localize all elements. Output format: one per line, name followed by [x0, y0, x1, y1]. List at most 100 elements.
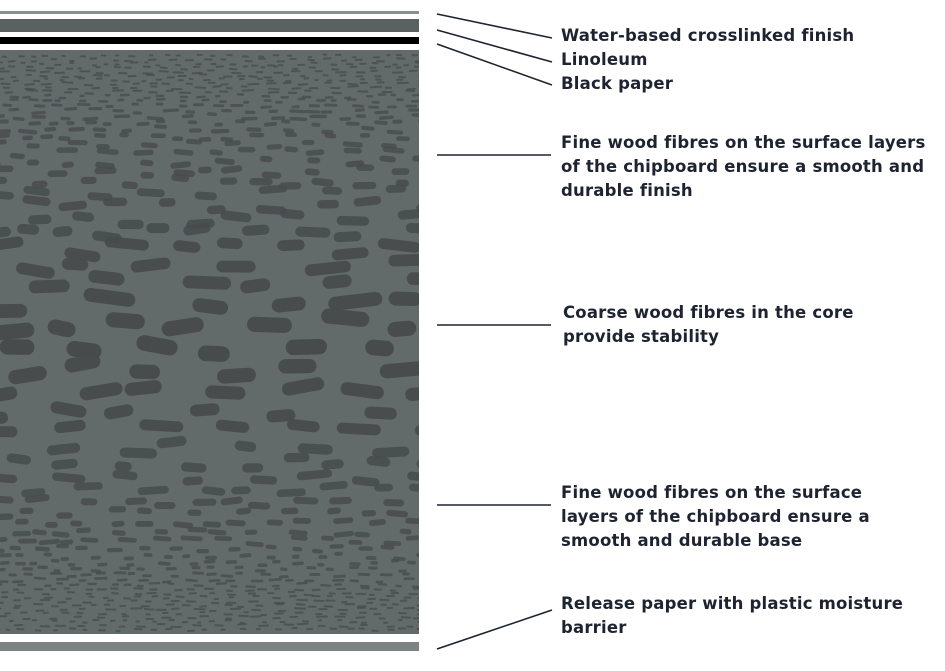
wood-fibre [416, 609, 419, 612]
wood-fibre [20, 61, 26, 64]
wood-fibre [112, 86, 119, 90]
wood-fibre [163, 593, 172, 596]
wood-fibre [82, 621, 88, 624]
wood-fibre [13, 599, 21, 602]
wood-fibre [285, 338, 327, 356]
wood-fibre [275, 100, 283, 104]
wood-fibre [281, 119, 291, 124]
wood-fibre [302, 620, 309, 623]
wood-fibre [256, 77, 263, 80]
wood-fibre [361, 510, 377, 517]
wood-fibre [95, 77, 103, 80]
label-fine-fibres-bottom: Fine wood fibres on the surface layers o… [561, 481, 870, 553]
wood-fibre [230, 585, 238, 588]
wood-fibre [299, 75, 306, 78]
wood-fibre [181, 621, 189, 624]
wood-fibre [266, 555, 276, 560]
wood-fibre [284, 146, 299, 153]
wood-fibre [346, 121, 360, 126]
wood-fibre [281, 507, 299, 515]
wood-fibre [388, 253, 419, 267]
wood-fibre [201, 98, 210, 102]
wood-fibre [85, 120, 98, 125]
wood-fibre [12, 116, 25, 121]
wood-fibre [376, 81, 385, 84]
wood-fibre [38, 538, 61, 546]
wood-fibre [34, 546, 51, 552]
wood-fibre [23, 572, 33, 576]
leader-line-finish [436, 13, 553, 39]
wood-fibre [360, 584, 370, 588]
wood-fibre [396, 81, 409, 84]
wood-fibre [417, 597, 419, 600]
wood-fibre [76, 611, 84, 615]
wood-fibre [181, 114, 194, 119]
wood-fibre [205, 385, 246, 400]
wood-fibre [416, 627, 419, 630]
wood-fibre [358, 546, 373, 551]
wood-fibre [314, 70, 323, 73]
wood-fibre [187, 629, 195, 633]
wood-fibre [61, 81, 74, 84]
wood-fibre [272, 559, 281, 564]
wood-fibre [212, 85, 222, 88]
label-black-paper: Black paper [561, 74, 674, 93]
wood-fibre [215, 419, 250, 433]
wood-fibre [347, 83, 358, 86]
wood-fibre [214, 94, 221, 98]
wood-fibre [96, 148, 119, 156]
wood-fibre [214, 157, 235, 166]
wood-fibre [170, 600, 180, 603]
wood-fibre [61, 161, 74, 169]
wood-fibre [80, 176, 97, 185]
wood-fibre [60, 556, 70, 561]
wood-fibre [280, 96, 289, 99]
wood-fibre [231, 71, 242, 75]
wood-fibre [28, 279, 70, 294]
wood-fibre [78, 579, 87, 582]
label-coarse-fibres-line: Coarse wood fibres in the core [563, 303, 854, 322]
wood-fibre [403, 577, 415, 581]
wood-fibre [118, 625, 126, 628]
wood-fibre [66, 574, 77, 579]
wood-fibre [398, 627, 407, 630]
wood-fibre [293, 496, 319, 505]
wood-fibre [46, 442, 81, 456]
wood-fibre [255, 71, 264, 74]
wood-fibre [235, 119, 246, 124]
wood-fibre [2, 86, 11, 89]
wood-fibre [199, 610, 206, 614]
wood-fibre [32, 529, 47, 536]
wood-fibre [303, 77, 310, 80]
wood-fibre [228, 596, 235, 599]
wood-fibre [307, 55, 313, 59]
wood-fibre [213, 597, 220, 601]
wood-fibre [385, 184, 407, 193]
wood-fibre [323, 605, 334, 608]
wood-fibre [187, 617, 197, 620]
wood-fibre [276, 488, 306, 498]
wood-fibre [236, 507, 252, 515]
wood-fibre [284, 80, 292, 83]
wood-fibre [234, 440, 257, 453]
wood-fibre [204, 555, 217, 560]
wood-fibre [320, 583, 332, 587]
wood-fibre [156, 435, 187, 449]
wood-fibre [349, 65, 358, 69]
wood-fibre [330, 99, 337, 102]
wood-fibre [56, 577, 69, 581]
wood-fibre [339, 117, 352, 121]
wood-fibre [260, 66, 266, 69]
wood-fibre [146, 73, 156, 77]
wood-fibre [208, 620, 215, 623]
wood-fibre [331, 91, 343, 95]
wood-fibre [379, 361, 419, 379]
wood-fibre [416, 203, 419, 213]
wood-fibre [306, 627, 314, 631]
wood-fibre [328, 592, 336, 595]
wood-fibre [303, 593, 314, 597]
wood-fibre [360, 621, 368, 624]
wood-fibre [244, 529, 258, 535]
wood-fibre [255, 604, 264, 607]
wood-fibre [65, 597, 72, 600]
